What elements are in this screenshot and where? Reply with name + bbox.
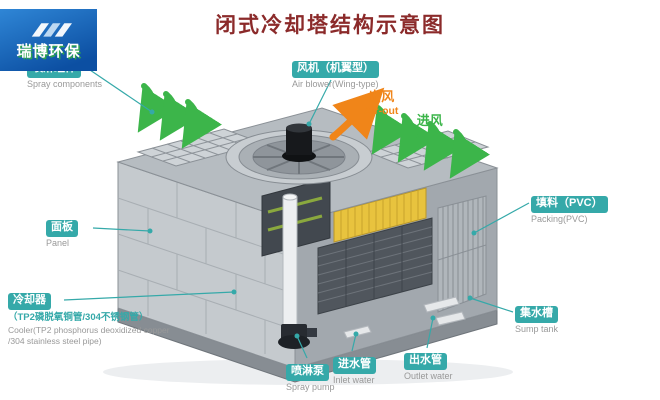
side-louver-panel: [437, 195, 487, 313]
label-spray-pump-chip: 喷淋泵: [286, 364, 329, 381]
air-in-arrows-left: [137, 83, 222, 149]
brand-logo: 瑞博环保: [0, 9, 97, 71]
label-air-out-zh: 出风: [368, 89, 395, 104]
label-cooler-en2: /304 stainless steel pipe): [8, 336, 102, 347]
fan-assembly: [225, 123, 373, 185]
label-spray-pump: 喷淋泵 Spray pump: [286, 360, 335, 393]
label-fan: 风机（机翼型） Air blower(Wing-type): [292, 57, 379, 90]
packing-block: [333, 187, 427, 243]
label-cooler-chip: 冷却器: [8, 293, 51, 310]
page-title: 闭式冷却塔结构示意图: [215, 14, 445, 37]
label-air-in-zh: 进风: [416, 113, 443, 128]
label-air-in: 进风 Air-in: [416, 113, 444, 141]
label-cooler-en1: Cooler(TP2 phosphorus deoxidized copper: [8, 324, 170, 335]
label-panel-en: Panel: [46, 237, 70, 248]
cooler-coil-block: [317, 217, 433, 315]
label-air-out: 出风 Air-out: [364, 89, 399, 117]
brand-mark-icon: [31, 23, 72, 37]
label-air-in-en: Air-in: [416, 128, 444, 141]
label-spray-pump-en: Spray pump: [286, 381, 335, 392]
callout-lines: [63, 69, 530, 359]
label-panel: 面板 Panel: [46, 216, 78, 249]
label-cooler-detail: （TP2磷脱氧铜管/304不锈钢管）: [8, 311, 149, 323]
label-fan-chip: 风机（机翼型）: [292, 61, 379, 78]
label-inlet-water: 进水管 Inlet water: [333, 353, 376, 386]
label-outlet-water-en: Outlet water: [404, 370, 453, 381]
label-packing-chip: 填料（PVC）: [531, 196, 608, 213]
callout-dots: [147, 109, 477, 339]
air-out-arrow: [329, 87, 385, 141]
label-packing-en: Packing(PVC): [531, 213, 588, 224]
brand-name: 瑞博环保: [16, 43, 81, 60]
label-sump-tank-en: Sump tank: [515, 323, 559, 334]
standpipe: [282, 193, 298, 334]
label-sump-tank: 集水槽 Sump tank: [515, 302, 558, 335]
fan-motor: [282, 123, 316, 162]
label-sump-tank-chip: 集水槽: [515, 306, 558, 323]
label-fan-en: Air blower(Wing-type): [292, 78, 379, 89]
label-cooler: 冷却器 （TP2磷脱氧铜管/304不锈钢管） Cooler(TP2 phosph…: [8, 289, 170, 347]
label-packing: 填料（PVC） Packing(PVC): [531, 192, 608, 225]
label-panel-chip: 面板: [46, 220, 78, 237]
tower-left-face: [117, 161, 296, 369]
label-air-out-en: Air-out: [364, 104, 399, 117]
label-outlet-water-chip: 出水管: [404, 353, 447, 370]
label-spray-components-en: Spray components: [27, 78, 103, 89]
label-inlet-water-chip: 进水管: [333, 357, 376, 374]
label-outlet-water: 出水管 Outlet water: [404, 349, 453, 382]
label-inlet-water-en: Inlet water: [333, 374, 375, 385]
spray-pump-unit: [278, 324, 317, 349]
